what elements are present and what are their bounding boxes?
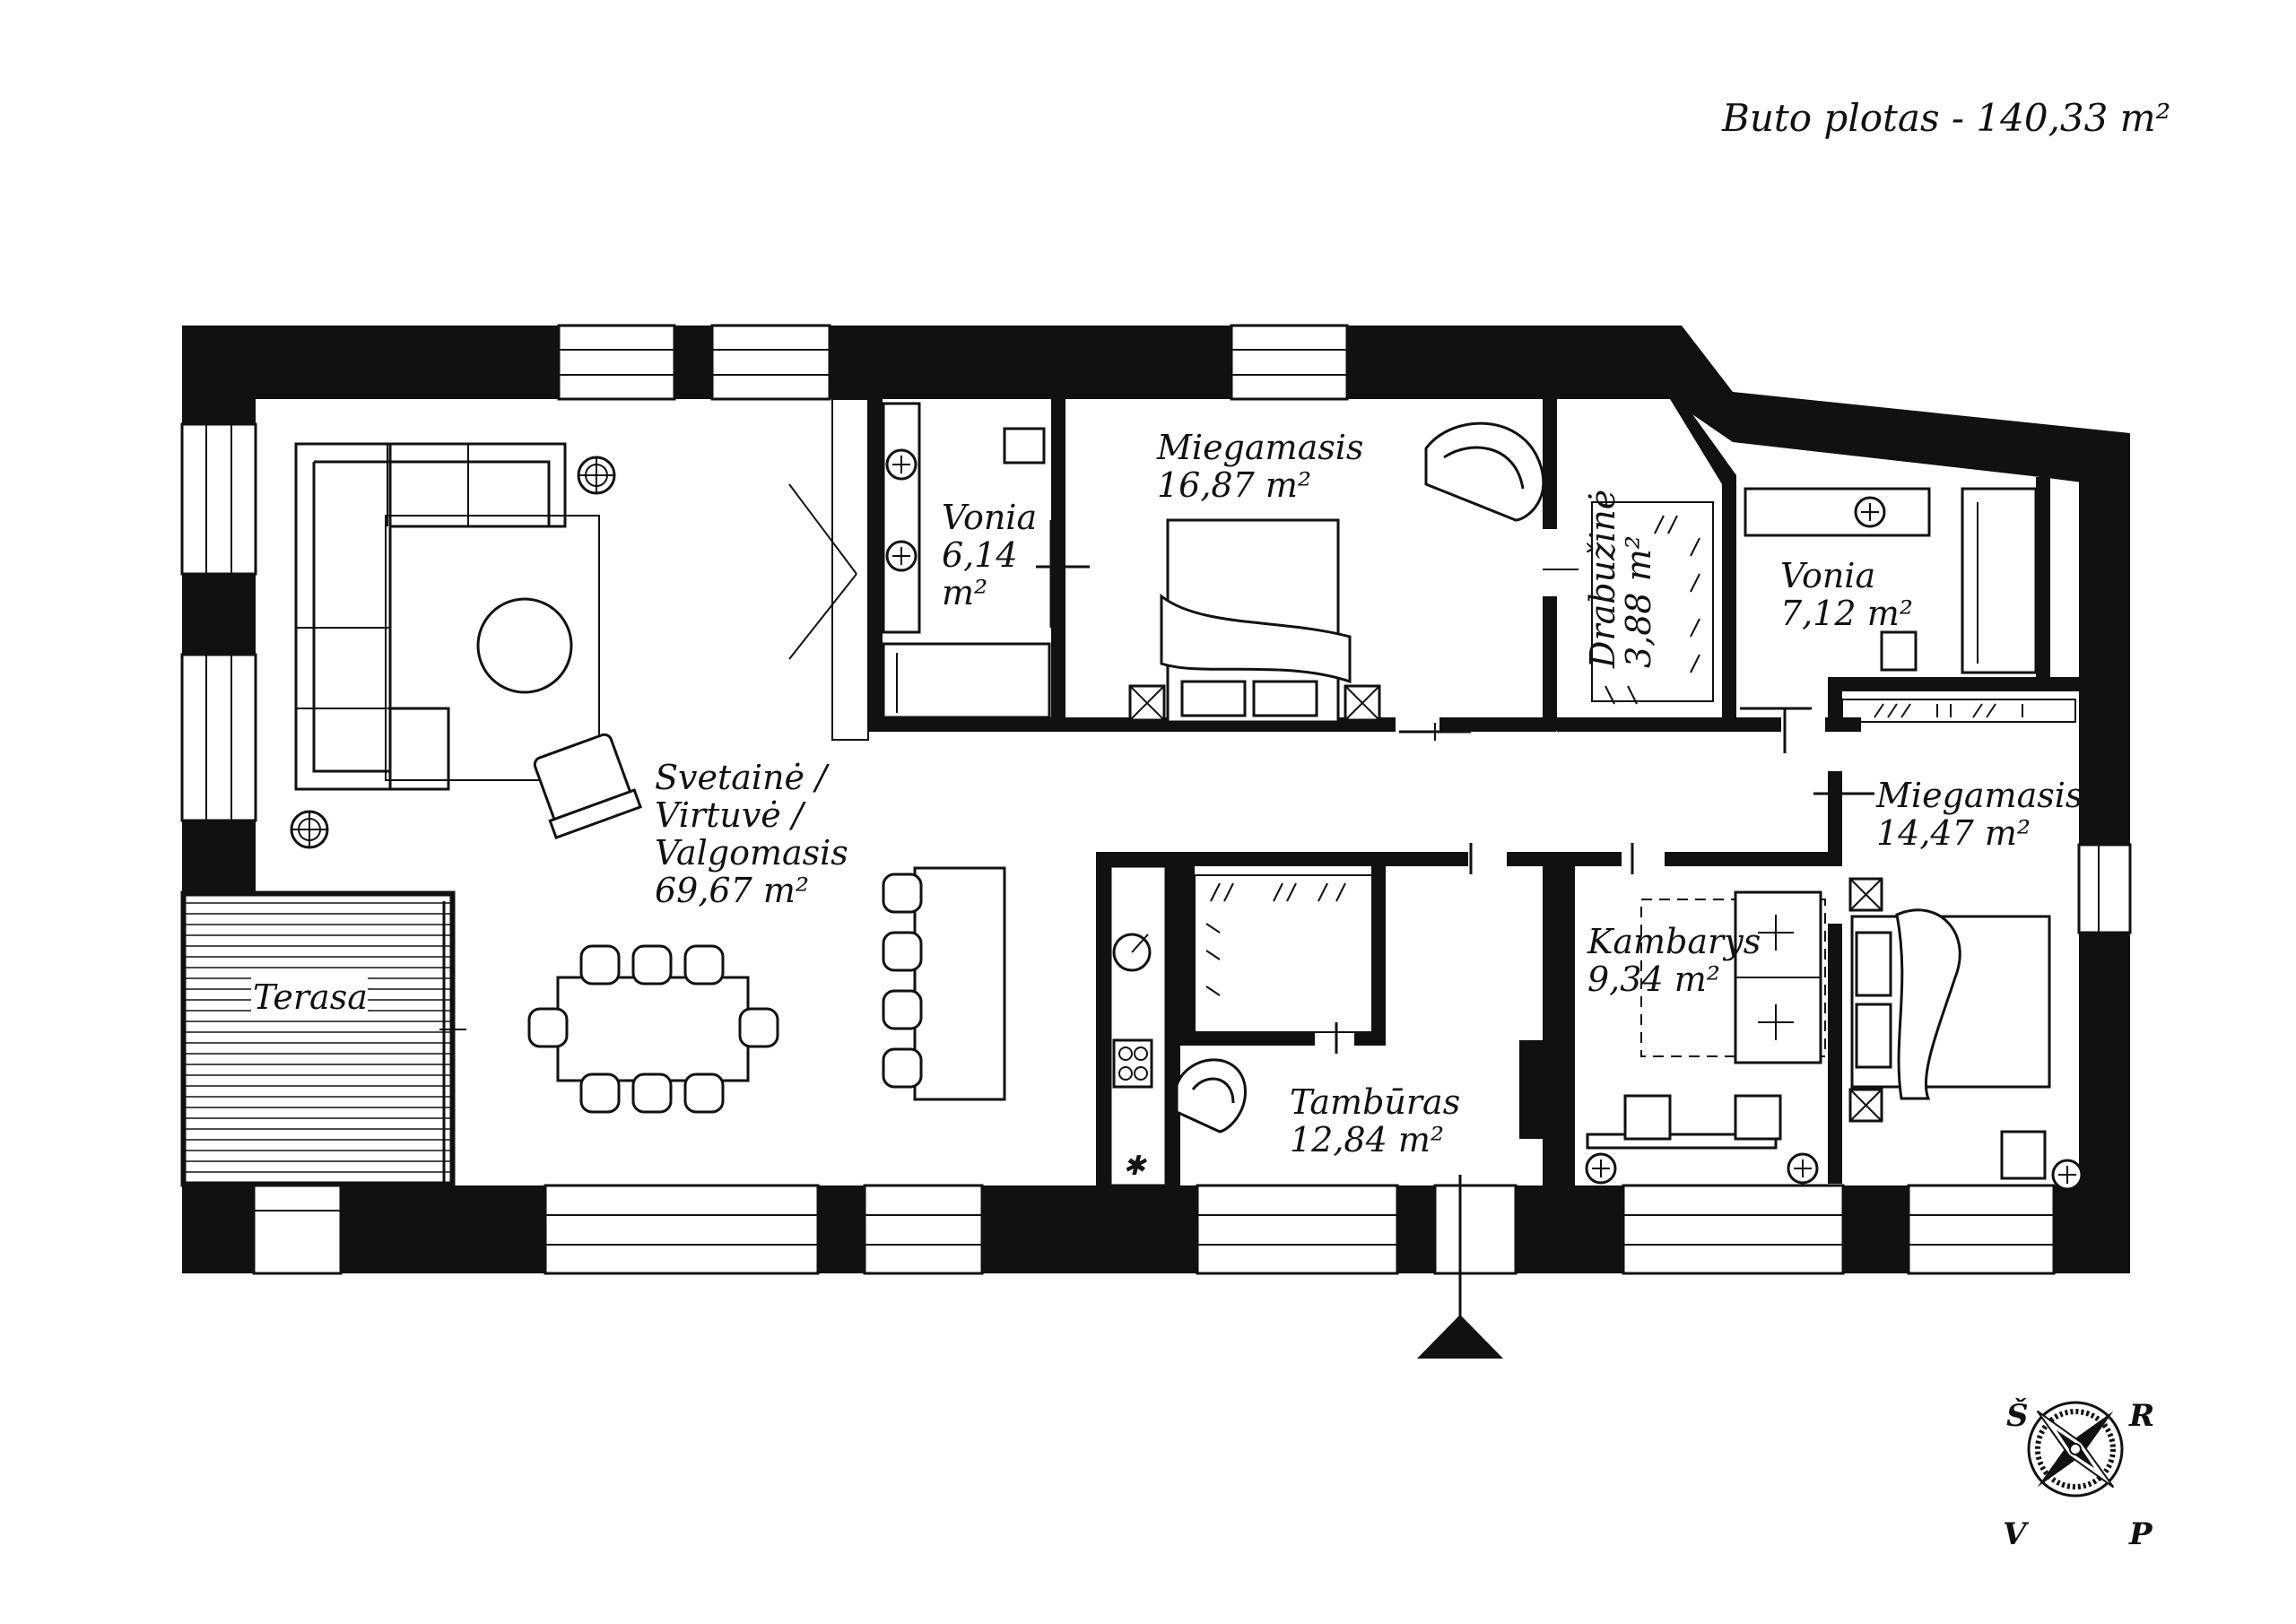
room-labels: Svetainė / Virtuvė / Valgomasis 69,67 m²…: [253, 428, 2093, 1159]
bar-stools: [882, 873, 923, 1089]
room-label-bedroom2: Miegamasis 14,47 m²: [1875, 776, 2093, 853]
floor-lamp-icon: [577, 456, 616, 495]
room-label-bedroom1: Miegamasis 16,87 m²: [1156, 428, 1374, 505]
bedroom1-furniture: [1128, 421, 1578, 741]
room-label-terrace: Terasa: [253, 977, 368, 1017]
bath1-fixtures: [882, 402, 1053, 719]
terrace: [180, 890, 466, 1187]
wardrobe-fixtures: [1591, 501, 1714, 705]
room-label-bath1: Vonia 6,14 m²: [942, 498, 1048, 612]
room-furniture: [1585, 890, 1826, 1185]
compass-south: P: [2128, 1516, 2153, 1552]
room-label-hall: Tambūras 12,84 m²: [1290, 1082, 1471, 1159]
hall-furniture: [1175, 874, 1373, 1133]
total-area-label: Buto plotas - 140,33 m²: [1721, 96, 2170, 140]
compass-west: V: [2003, 1516, 2030, 1552]
bedroom2-furniture: [1841, 699, 2083, 1191]
room-label-bath2: Vonia 7,12 m²: [1780, 556, 1913, 633]
room-label-wardrobe: Drabužinė 3,88 m²: [1583, 479, 1658, 669]
room-label-living: Svetainė / Virtuvė / Valgomasis 69,67 m²: [655, 758, 859, 910]
compass-north: Š: [2006, 1397, 2029, 1434]
windows: [180, 324, 2132, 1275]
dining-chairs: [527, 944, 779, 1114]
svg-text:✱: ✱: [1123, 1151, 1147, 1182]
compass-east: R: [2128, 1398, 2154, 1434]
outer-walls: [182, 326, 2130, 1273]
living-furniture: [290, 398, 1006, 1114]
door-markers: [1036, 565, 1874, 1336]
bath2-fixtures: [1744, 487, 2083, 682]
floor-lamp-icon: [290, 810, 329, 849]
room-label-room: Kambarys 9,34 m²: [1587, 922, 1771, 999]
kitchen-counter: ✱: [1109, 864, 1168, 1187]
entrance-arrow-icon: [1417, 1315, 1503, 1359]
compass-rose-icon: [2027, 1401, 2124, 1498]
